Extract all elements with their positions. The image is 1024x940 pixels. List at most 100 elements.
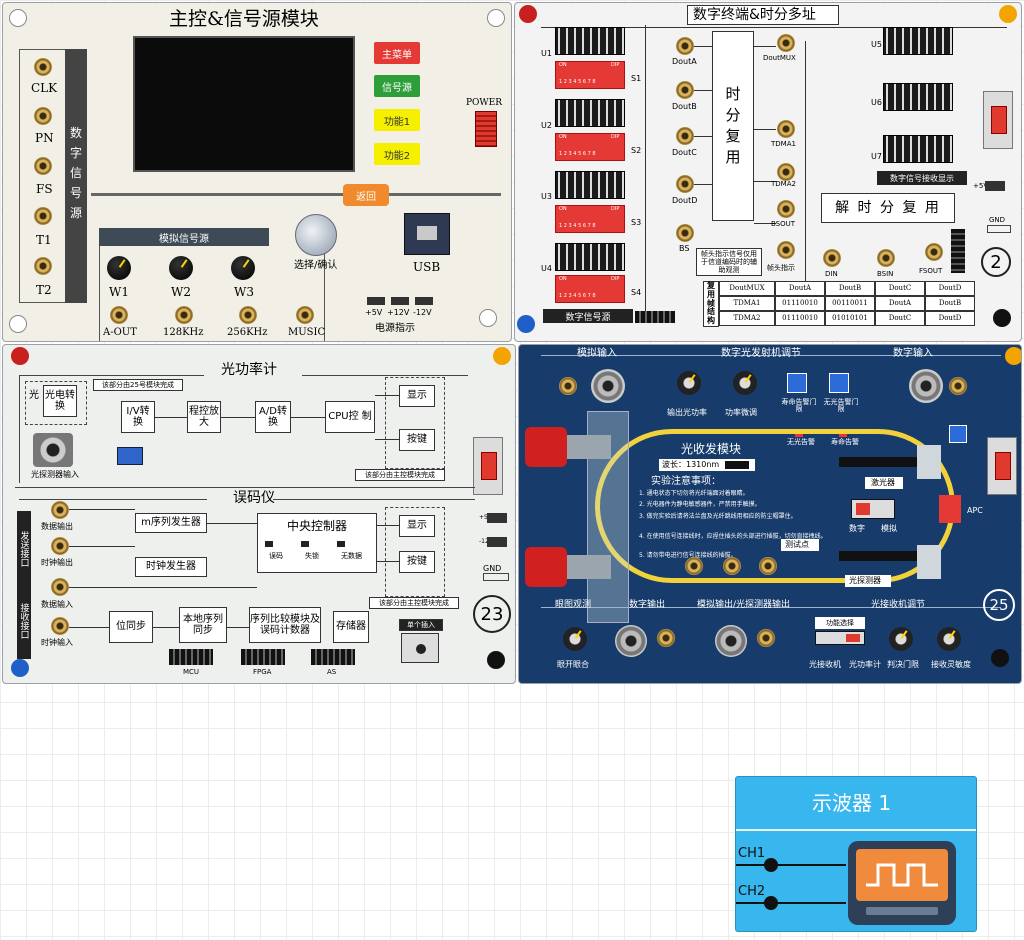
block-central-controller: 中央控制器 <box>257 513 377 573</box>
jack-clock-in[interactable] <box>51 617 69 635</box>
block-display-2: 显示 <box>399 515 435 537</box>
test-point-1[interactable] <box>685 557 703 575</box>
jack-a-out[interactable] <box>110 306 128 324</box>
jack-din[interactable] <box>823 249 841 267</box>
dip-switch-s1[interactable] <box>555 61 625 89</box>
back-button[interactable]: 返回 <box>343 184 389 206</box>
pin-header <box>951 229 965 273</box>
jack-data-out[interactable] <box>51 501 69 519</box>
jack-doutb[interactable] <box>676 81 694 99</box>
function2-button[interactable]: 功能2 <box>374 143 420 165</box>
dip-switch-s3[interactable] <box>555 205 625 233</box>
jack-bsout[interactable] <box>777 200 795 218</box>
ch2-input-dot[interactable] <box>764 896 778 910</box>
power-switch[interactable] <box>983 91 1013 149</box>
analog-source-frame <box>99 246 325 341</box>
detector-input-port[interactable] <box>33 433 73 467</box>
oscilloscope-widget[interactable]: 示波器 1 CH1 CH2 <box>735 776 977 932</box>
power-switch[interactable] <box>475 111 497 147</box>
knob-w3[interactable] <box>231 256 255 280</box>
header-fpga <box>241 649 285 665</box>
fiber-connector-bottom[interactable] <box>525 547 567 587</box>
jack-analog-in[interactable] <box>559 377 577 395</box>
digital-analog-switch[interactable] <box>851 499 895 519</box>
jack-fsout[interactable] <box>925 243 943 261</box>
function1-button[interactable]: 功能1 <box>374 109 420 131</box>
square-wave-icon <box>866 863 938 887</box>
jack-digital-in[interactable] <box>949 377 967 395</box>
dip-switch-s2[interactable] <box>555 133 625 161</box>
jack-music[interactable] <box>296 306 314 324</box>
knob-eye-open[interactable] <box>563 627 587 651</box>
jack-frame-indicator[interactable] <box>777 241 795 259</box>
ch1-input-dot[interactable] <box>764 858 778 872</box>
signal-source-button[interactable]: 信号源 <box>374 75 420 97</box>
jack-bsin[interactable] <box>877 249 895 267</box>
corner-screw-orange <box>999 5 1017 23</box>
single-insert-button[interactable] <box>401 633 439 663</box>
knob-recv-sensitivity[interactable] <box>937 627 961 651</box>
detector-module <box>917 545 941 579</box>
bnc-digital-in[interactable] <box>909 369 943 403</box>
pin-header <box>635 311 675 323</box>
vertical-label-bar <box>65 49 87 303</box>
jack-tdma2[interactable] <box>777 163 795 181</box>
jack-doutmux[interactable] <box>777 34 795 52</box>
table-cell: DoutA <box>775 281 825 296</box>
main-control-module: 主控&信号源模块 数 字 信 号 源 CLK PN FS T1 T2 主菜单 信… <box>2 2 512 342</box>
table-cell: DoutC <box>875 311 925 326</box>
jack-data-in[interactable] <box>51 578 69 596</box>
jack-128khz[interactable] <box>175 306 193 324</box>
trim-no-light-alarm[interactable] <box>829 373 849 393</box>
jack-pn[interactable] <box>34 107 52 125</box>
potentiometer[interactable] <box>117 447 143 465</box>
bnc-analog-out[interactable] <box>715 625 747 657</box>
trim-life-alarm[interactable] <box>787 373 807 393</box>
test-point-2[interactable] <box>723 557 741 575</box>
knob-w1[interactable] <box>107 256 131 280</box>
jack-analog-out[interactable] <box>757 629 775 647</box>
test-point-3[interactable] <box>759 557 777 575</box>
knob-decision-threshold[interactable] <box>889 627 913 651</box>
apc-dip[interactable] <box>939 495 961 523</box>
corner-screw-black <box>993 309 1011 327</box>
jack-digital-out[interactable] <box>657 629 675 647</box>
main-menu-button[interactable]: 主菜单 <box>374 42 420 64</box>
header-mcu <box>169 649 213 665</box>
block-local-seq-sync: 本地序列同步 <box>179 607 227 643</box>
jack-t1[interactable] <box>34 207 52 225</box>
jack-256khz[interactable] <box>239 306 257 324</box>
oscilloscope-icon <box>848 841 956 925</box>
function-select[interactable]: 功能选择 <box>815 617 865 629</box>
recv-interface-label: 接收接口 <box>17 583 31 659</box>
jack-doutc[interactable] <box>676 127 694 145</box>
usb-port[interactable] <box>404 213 450 255</box>
jack-tdma1[interactable] <box>777 120 795 138</box>
fiber-connector-top[interactable] <box>525 427 567 467</box>
block-bit-sync: 位同步 <box>109 611 153 643</box>
jack-douta[interactable] <box>676 37 694 55</box>
mount-hole <box>9 315 27 333</box>
corner-screw-orange <box>1005 347 1021 365</box>
jack-clk[interactable] <box>34 58 52 76</box>
bnc-digital-out[interactable] <box>615 625 647 657</box>
jack-doutd[interactable] <box>676 175 694 193</box>
table-cell: TDMA2 <box>719 311 775 326</box>
jack-t2[interactable] <box>34 257 52 275</box>
block-keys-2: 按键 <box>399 551 435 573</box>
knob-output-power[interactable] <box>677 371 701 395</box>
select-confirm-knob[interactable] <box>295 214 337 256</box>
knob-fine-tune[interactable] <box>733 371 757 395</box>
bnc-analog-in[interactable] <box>591 369 625 403</box>
dip-switch-s4[interactable] <box>555 275 625 303</box>
jack-fs[interactable] <box>34 157 52 175</box>
knob-w2[interactable] <box>169 256 193 280</box>
frame-note: 帧头指示信号仅用于信道编码时的辅助观测 <box>696 248 762 276</box>
led-bar-u2 <box>555 99 625 127</box>
power-led <box>391 297 409 305</box>
block-m-sequence: m序列发生器 <box>135 513 207 533</box>
jack-bs[interactable] <box>676 224 694 242</box>
power-switch[interactable] <box>987 437 1017 495</box>
jack-clock-out[interactable] <box>51 537 69 555</box>
power-switch[interactable] <box>473 437 503 495</box>
